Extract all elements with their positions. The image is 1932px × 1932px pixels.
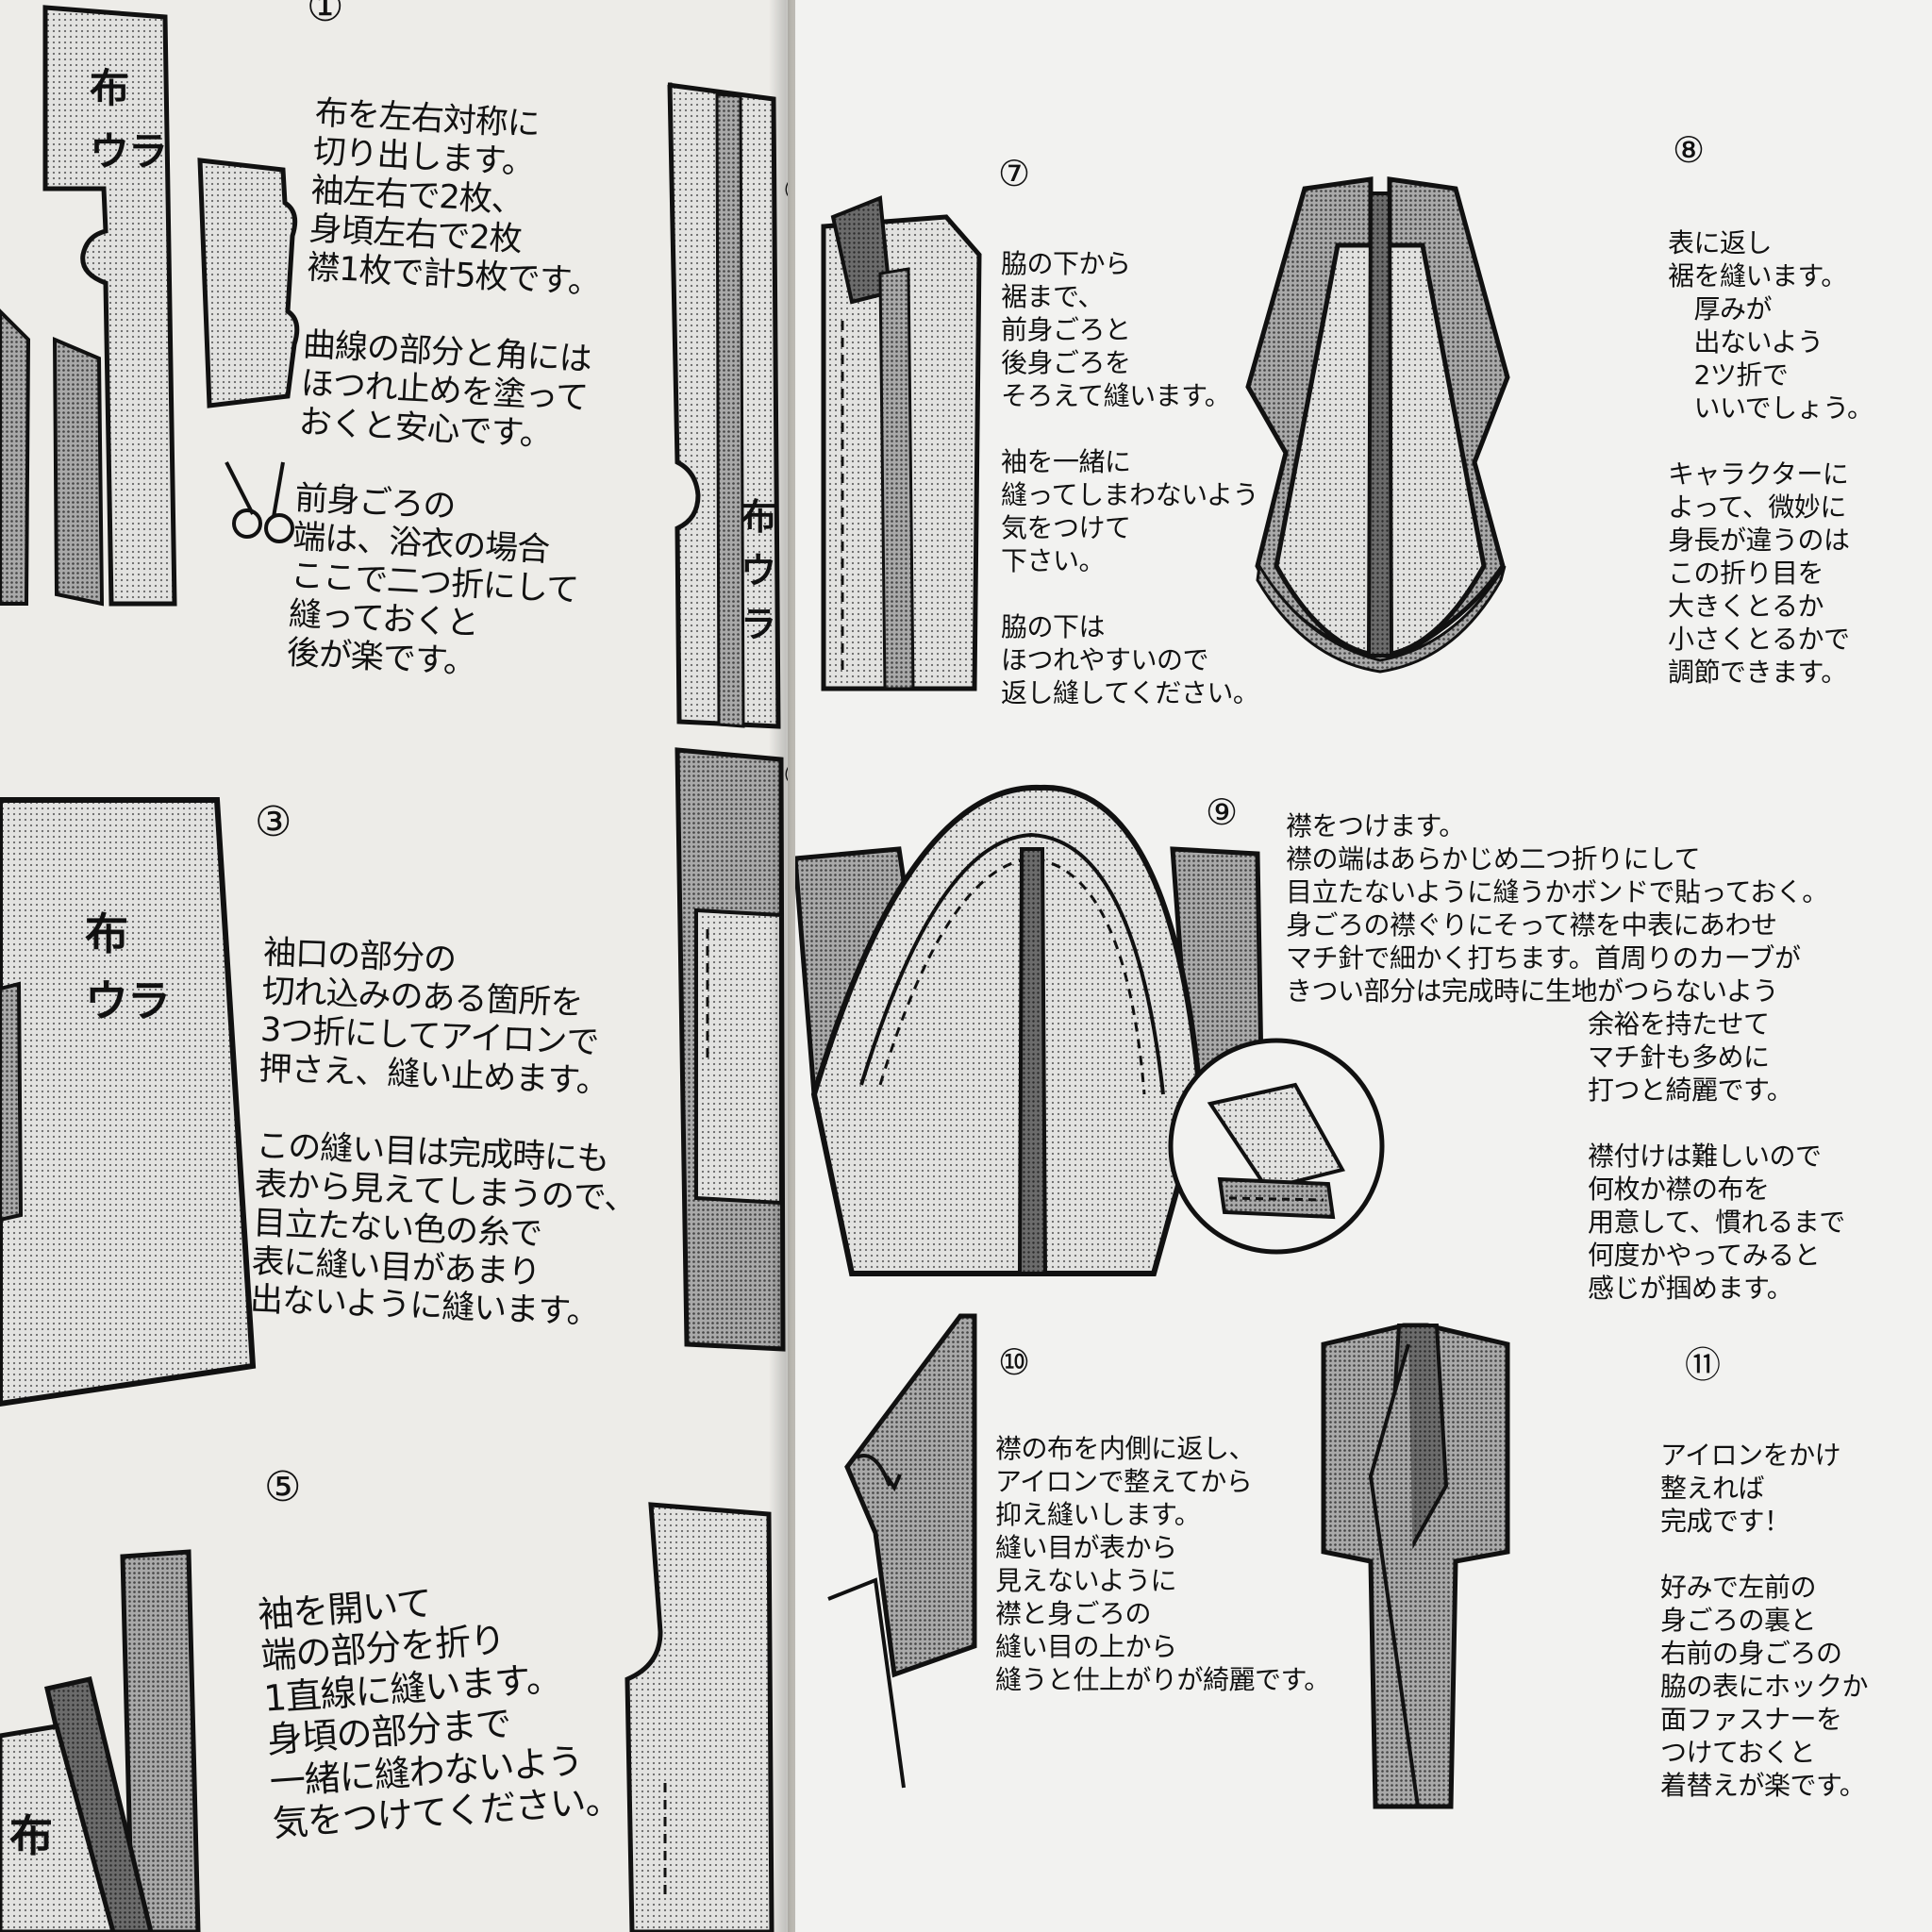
fabric-label-top: 布 ウラ [90, 65, 168, 175]
step-1-number: ① [307, 0, 344, 31]
fabric-label-step2: 布 ウ ラ [741, 496, 776, 645]
fabric-label-step5: 布 [9, 1810, 53, 1861]
step-8-hem-illustration [1245, 176, 1510, 674]
step-3-number: ③ [255, 798, 292, 846]
step-5-sleeve-open-illustration [0, 1502, 774, 1932]
step-11-number: ⑪ [1685, 1344, 1722, 1386]
step-8-text: 表に返し 裾を縫います。 厚みが 出ないよう 2ツ折で いいでしょう。 キャラク… [1668, 227, 1874, 688]
step-7-number: ⑦ [998, 153, 1031, 194]
step-10-collar-fold-illustration [827, 1313, 977, 1789]
step-9-text-b: 余裕を持たせて マチ針も多めに 打つと綺麗です。 襟付けは難しいので 何枚か襟の… [1588, 1008, 1845, 1304]
step-5-number: ⑤ [264, 1463, 302, 1511]
step-9-collar-attach-illustration [795, 784, 1265, 1276]
fabric-label-step3: 布 ウラ [85, 908, 171, 1027]
step-1-text: 布を左右対称に 切り出します。 袖左右で2枚、 身頃左右で2枚 襟1枚で計5枚で… [285, 94, 602, 682]
step-9-text-a: 襟をつけます。 襟の端はあらかじめ二つ折りにして 目立たないように縫うかボンドで… [1286, 810, 1828, 1007]
step-10-number: ⑩ [998, 1341, 1031, 1383]
step-3-text: 袖口の部分の 切れ込みのある箇所を 3つ折にしてアイロンで 押さえ、縫い止めます… [249, 934, 638, 1333]
step-7-side-seam-illustration [821, 195, 982, 691]
step-9-number: ⑨ [1206, 791, 1239, 833]
step-10-text: 襟の布を内側に返し、 アイロンで整えてから 抑え縫いします。 縫い目が表から 見… [995, 1433, 1330, 1695]
step-7-text: 脇の下から 裾まで、 前身ごろと 後身ごろを そろえて縫います。 袖を一緒に 縫… [1001, 248, 1259, 708]
left-page: ① 布 ウラ 布を左右対称に 切り出します。 袖左右で2枚、 身頃左右で2枚 襟… [0, 0, 788, 1932]
step-8-number: ⑧ [1673, 129, 1706, 171]
step-11-finished-kimono-illustration [1321, 1323, 1510, 1809]
step-1-fabric-pieces-illustration [0, 5, 300, 607]
collar-detail-magnifier-icon [1168, 1038, 1385, 1255]
step-4-number: ④ [783, 759, 788, 791]
right-page: ⑦ 脇の下から 裾まで、 前身ごろと 後身ごろを そろえて縫います。 袖を一緒に… [795, 0, 1932, 1932]
step-2-front-body-fold-illustration [667, 82, 781, 729]
step-4-sleeve-hem-illustration [675, 747, 786, 1352]
step-5-text: 袖を開いて 端の部分を折り 1直線に縫います。 身頃の部分まで 一緒に縫わないよ… [257, 1582, 622, 1845]
step-11-text: アイロンをかけ 整えれば 完成です！ 好みで左前の 身ごろの裏と 右前の身ごろの… [1660, 1440, 1869, 1801]
step-2-number: ② [783, 175, 788, 207]
step-3-sleeve-fabric-illustration [0, 797, 257, 1407]
